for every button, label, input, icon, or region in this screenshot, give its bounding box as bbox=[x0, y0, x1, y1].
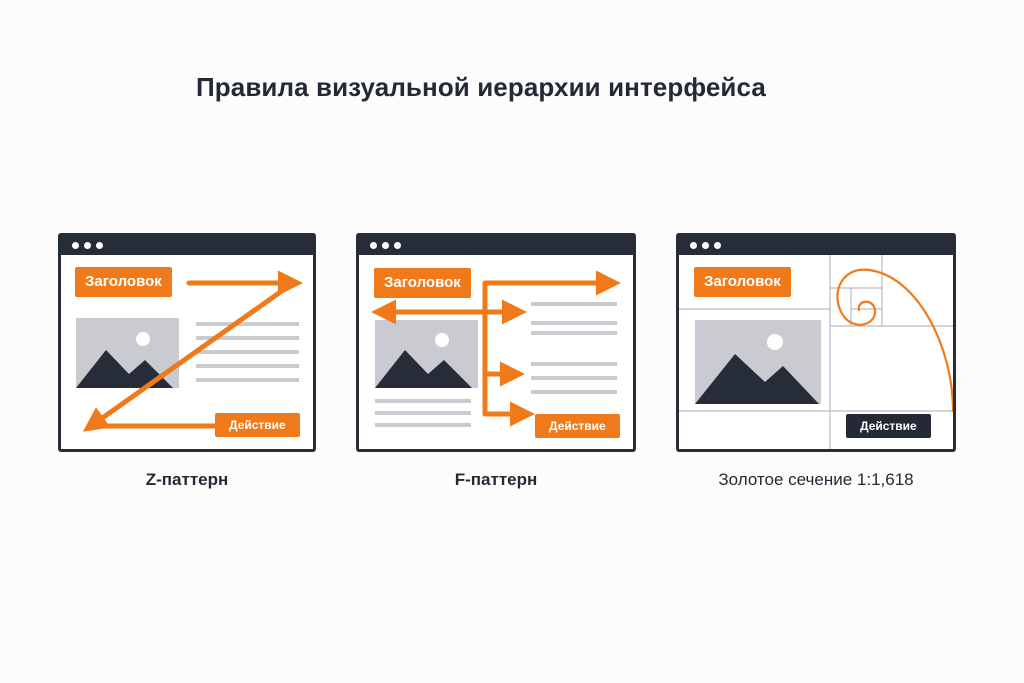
z-arrows bbox=[82, 270, 303, 432]
f-pattern-caption: F-паттерн bbox=[454, 470, 538, 489]
golden-spiral bbox=[836, 268, 953, 413]
window-titlebar bbox=[679, 236, 953, 255]
f-pattern-window: Заголовок Действие bbox=[356, 233, 636, 452]
image-placeholder-icon bbox=[375, 320, 478, 388]
page-title: Правила визуальной иерархии интерфейса bbox=[196, 72, 766, 102]
window-dot-icon bbox=[84, 242, 91, 249]
headline-label: Заголовок bbox=[75, 267, 172, 297]
window-dot-icon bbox=[96, 242, 103, 249]
z-pattern-window: Заголовок Действие bbox=[58, 233, 316, 452]
window-titlebar bbox=[61, 236, 313, 255]
image-placeholder-icon bbox=[695, 320, 821, 404]
text-lines bbox=[196, 322, 299, 382]
window-titlebar bbox=[359, 236, 633, 255]
golden-ratio-caption: Золотое сечение 1:1,618 bbox=[718, 470, 914, 489]
golden-ratio-window: Заголовок Действие bbox=[676, 233, 956, 452]
headline-label: Заголовок bbox=[374, 268, 471, 298]
window-dot-icon bbox=[702, 242, 709, 249]
f-arrows bbox=[371, 270, 621, 427]
window-dot-icon bbox=[690, 242, 697, 249]
golden-ratio-diagram bbox=[679, 255, 953, 449]
z-pattern-diagram bbox=[76, 270, 303, 432]
action-button[interactable]: Действие bbox=[846, 414, 931, 438]
z-pattern-caption: Z-паттерн bbox=[145, 470, 229, 489]
window-dot-icon bbox=[72, 242, 79, 249]
f-pattern-diagram bbox=[371, 270, 621, 427]
action-button[interactable]: Действие bbox=[215, 413, 300, 437]
text-lines bbox=[375, 302, 617, 427]
window-dot-icon bbox=[370, 242, 377, 249]
window-dot-icon bbox=[394, 242, 401, 249]
window-dot-icon bbox=[382, 242, 389, 249]
action-button[interactable]: Действие bbox=[535, 414, 620, 438]
window-dot-icon bbox=[714, 242, 721, 249]
headline-label: Заголовок bbox=[694, 267, 791, 297]
